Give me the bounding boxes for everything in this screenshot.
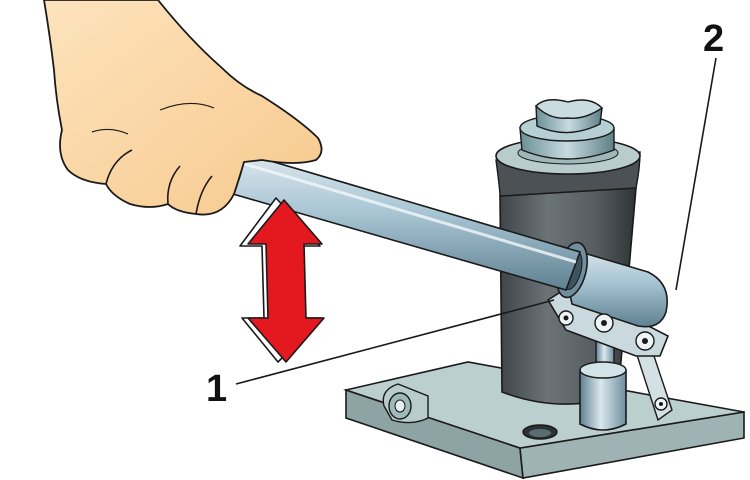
jack-ram-head — [519, 99, 615, 160]
leader-lines — [235, 57, 717, 385]
callout-label-1: 1 — [206, 368, 228, 410]
double-headed-motion-arrow — [239, 197, 325, 363]
pump-plunger — [579, 337, 627, 431]
callout-label-2: 2 — [703, 18, 725, 60]
release-valve — [382, 383, 429, 424]
pivot-pin — [558, 310, 574, 326]
pivot-pin — [594, 313, 614, 333]
hand-illustration — [43, 0, 323, 216]
pivot-pin — [635, 331, 655, 351]
